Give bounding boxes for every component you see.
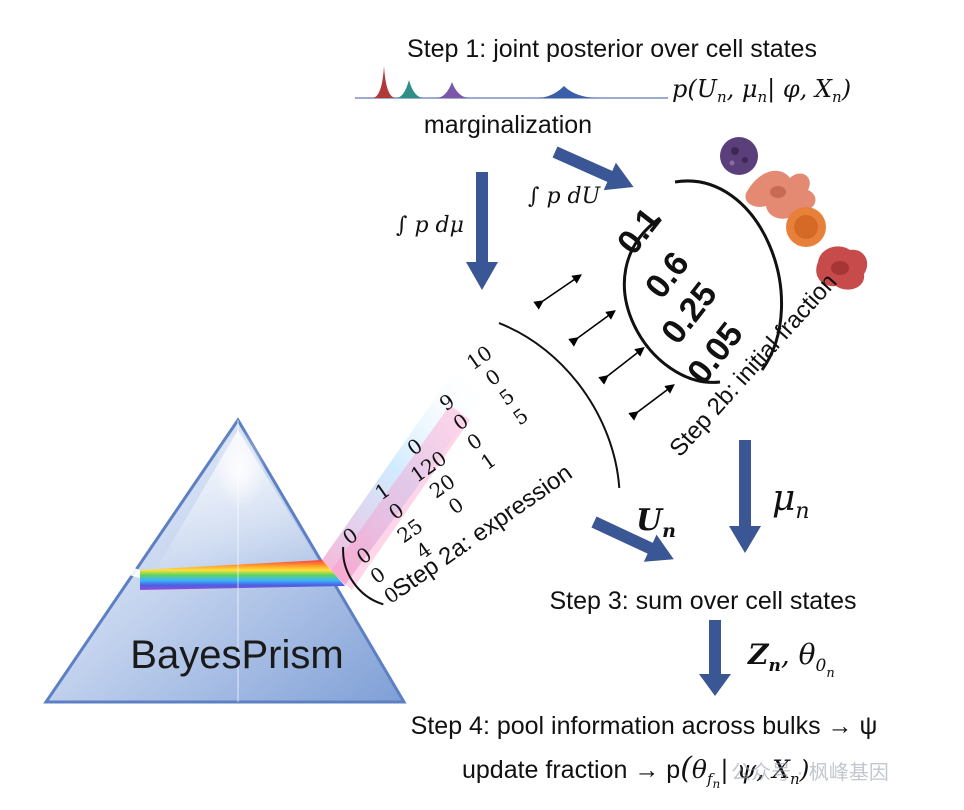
posterior-density-plot	[355, 66, 668, 99]
arrow-mu	[729, 440, 761, 553]
U-label: Un	[636, 503, 676, 542]
prism-label: BayesPrism	[130, 633, 343, 677]
step1-title: Step 1: joint posterior over cell states	[407, 35, 817, 63]
peak-blue	[536, 86, 600, 98]
fraction-left-paren	[622, 216, 721, 384]
correspondence-arrows	[533, 274, 675, 421]
cell-icons	[720, 137, 868, 290]
arrow-to-expression	[466, 172, 498, 290]
arrow-U	[591, 516, 674, 562]
marginalization-label: marginalization	[424, 111, 592, 139]
prism	[0, 417, 407, 704]
cell-purple-icon	[720, 137, 758, 175]
step4-line2: update fraction → p(θfn| ψ, Xn)	[462, 751, 809, 791]
expression-cell: 0	[444, 492, 468, 519]
step3-title: Step 3: sum over cell states	[549, 587, 856, 615]
z-theta-label: Zn, θ0n	[747, 638, 835, 681]
integral-dmu: ∫ p dμ	[396, 213, 464, 238]
expression-left-paren	[342, 546, 384, 606]
cell-red-icon	[816, 246, 868, 290]
peak-purple	[436, 82, 470, 98]
light-fan	[322, 370, 485, 590]
arrow-to-step4	[699, 620, 731, 696]
cell-orange-icon	[786, 207, 826, 247]
fraction-right-paren	[674, 179, 784, 371]
mu-label: μn	[772, 478, 810, 524]
expression-right-paren	[498, 322, 621, 488]
peak-red	[372, 66, 396, 98]
watermark: 公众号 · 枫峰基因	[731, 761, 889, 784]
expression-cell: 5	[508, 403, 532, 430]
integral-dU: ∫ p dU	[528, 184, 602, 209]
arrow-to-fraction	[552, 146, 634, 191]
posterior-formula: p(Un, μn| φ, Xn)	[672, 75, 851, 106]
step4-line1: Step 4: pool information across bulks → …	[411, 712, 878, 740]
peak-teal	[396, 80, 424, 98]
cell-pink-icon	[745, 170, 816, 219]
expression-cell: 1	[476, 448, 500, 475]
